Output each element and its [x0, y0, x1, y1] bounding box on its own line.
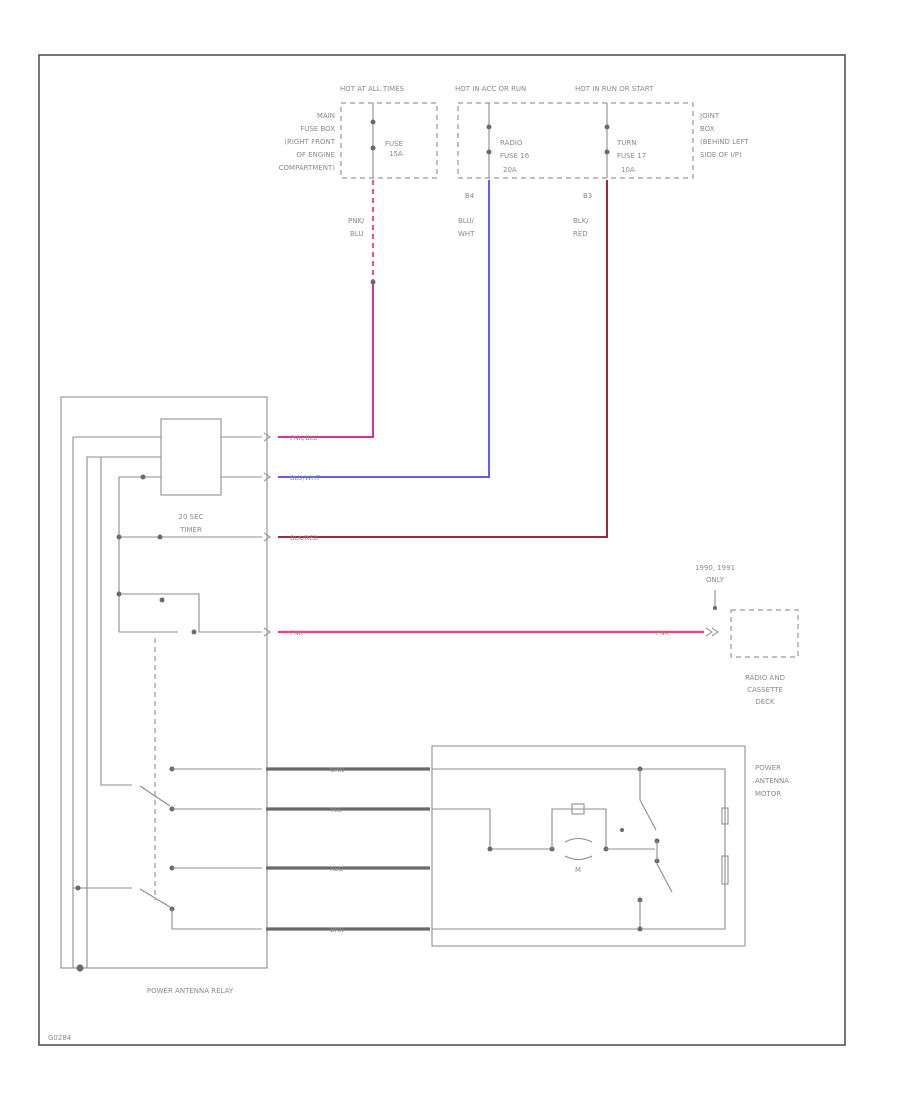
- turn-fuse-label-line2: FUSE 17: [617, 152, 646, 160]
- radio-deck-line2: CASSETTE: [747, 686, 783, 694]
- radio-wire-label-pnk: PNK: [656, 629, 670, 637]
- timer-box: [160, 418, 222, 496]
- power-antenna-relay: 20 SEC TIMER POWER ANTENNA RELAY: [60, 396, 268, 995]
- main-fuse-box: HOT AT ALL TIMES FUSE 15A MAIN FUSE BOX …: [279, 85, 438, 179]
- relay-wire-label-pnk-blu: PNK/BLU: [290, 434, 318, 442]
- wire-color-pnk-blu-line2: BLU: [350, 230, 363, 238]
- wire-color-blu-wht-line2: WHT: [458, 230, 475, 238]
- relay-label: POWER ANTENNA RELAY: [147, 987, 234, 995]
- antenna-motor-line2: ANTENNA: [755, 777, 789, 785]
- relay-wire-label-blu-wht: BLU/WHT: [290, 474, 320, 482]
- radio-fuse-label-line1: RADIO: [500, 139, 523, 147]
- wire-color-blk-red-line1: BLK/: [573, 217, 589, 225]
- wire-color-pnk-blu-line1: PNK/: [348, 217, 365, 225]
- main-fuse-box-line2: FUSE BOX: [300, 125, 335, 133]
- main-fuse-label-line1: FUSE: [385, 140, 403, 148]
- radio-note-line1: 1990, 1991: [695, 564, 735, 572]
- motor-wire-label-red: RED: [330, 865, 344, 873]
- relay-connector-pins: [263, 432, 271, 637]
- diagram-frame: [38, 54, 846, 1046]
- main-fuse-header: HOT AT ALL TIMES: [340, 85, 405, 93]
- wire-pnk-blu: [278, 284, 374, 438]
- joint-box-line2: BOX: [700, 125, 715, 133]
- power-antenna-motor: POWER ANTENNA MOTOR M: [431, 745, 789, 947]
- turn-fuse-header: HOT IN RUN OR START: [575, 85, 654, 93]
- motor-wire-label-yel: YEL: [329, 806, 342, 814]
- relay-inner-line1: 20 SEC: [179, 513, 204, 521]
- motor-wire-label-brn: BRN: [330, 926, 344, 934]
- joint-box: HOT IN ACC OR RUN HOT IN RUN OR START RA…: [455, 85, 749, 179]
- relay-wire-label-blk-red: BLK/RED: [290, 534, 318, 542]
- main-fuse-box-line5: COMPARTMENT): [279, 164, 336, 172]
- joint-box-line4: SIDE OF I/P): [700, 151, 742, 159]
- main-fuse-box-line1: MAIN: [317, 112, 335, 120]
- connector-label-b4: B4: [465, 192, 475, 200]
- radio-fuse-label-line3: 20A: [503, 166, 517, 174]
- motor-wire-label-grn: GRN: [330, 766, 345, 774]
- wire-color-blk-red-line2: RED: [573, 230, 588, 238]
- main-fuse-box-line3: (RIGHT FRONT: [284, 138, 335, 146]
- radio-fuse-header: HOT IN ACC OR RUN: [455, 85, 526, 93]
- wire-blk-red: [278, 180, 608, 538]
- wire-blu-wht: [278, 180, 490, 478]
- main-fuse-label-line2: 15A: [389, 150, 403, 158]
- connector-label-b3: B3: [583, 192, 592, 200]
- joint-box-line3: (BEHIND LEFT: [700, 138, 749, 146]
- motor-harness: GRN YEL RED BRN: [266, 766, 430, 934]
- relay-wire-label-pnk: PNK: [290, 629, 304, 637]
- motor-symbol: M: [575, 866, 581, 874]
- wire-color-blu-wht-line1: BLU/: [458, 217, 474, 225]
- turn-fuse-label-line3: 10A: [621, 166, 635, 174]
- relay-inner-line2: TIMER: [179, 526, 202, 534]
- figure-id: G0284: [48, 1034, 72, 1042]
- main-fuse-box-line4: OF ENGINE: [296, 151, 335, 159]
- antenna-motor-line1: POWER: [755, 764, 781, 772]
- relay-ground: [76, 964, 84, 972]
- antenna-motor-line3: MOTOR: [755, 790, 781, 798]
- radio-cassette-deck: 1990, 1991 ONLY RADIO AND CASSETTE DECK: [695, 564, 799, 706]
- radio-note-line2: ONLY: [706, 576, 725, 584]
- radio-fuse-label-line2: FUSE 16: [500, 152, 530, 160]
- radio-deck-line3: DECK: [755, 698, 775, 706]
- radio-deck-line1: RADIO AND: [745, 674, 785, 682]
- turn-fuse-label-line1: TURN: [616, 139, 637, 147]
- joint-box-line1: JOINT: [699, 112, 720, 120]
